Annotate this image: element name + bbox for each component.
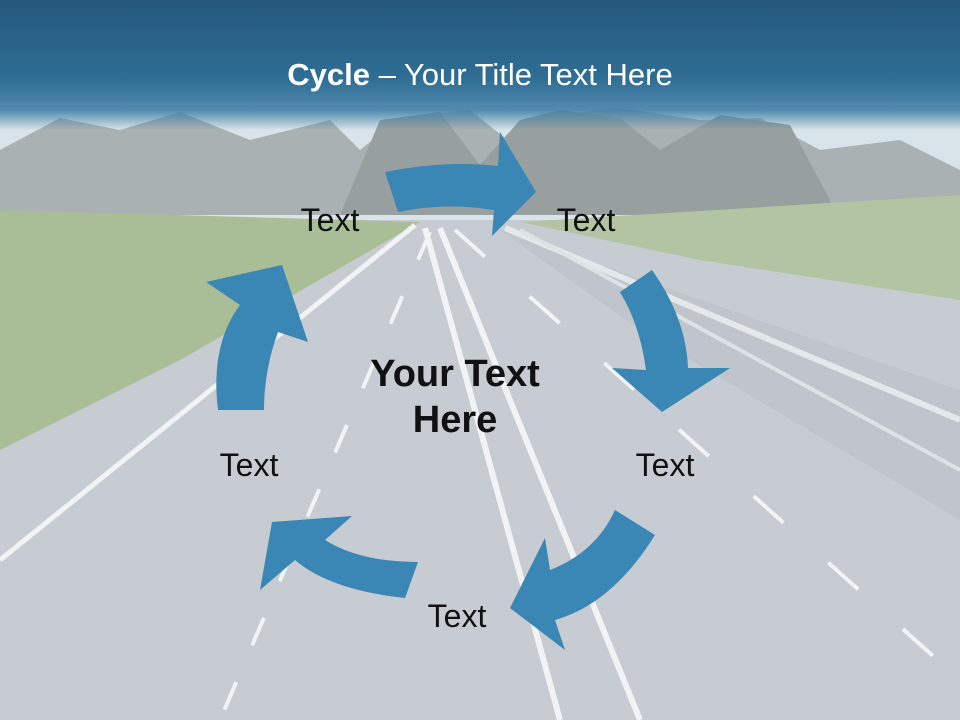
cycle-arrow-icon bbox=[612, 270, 730, 412]
cycle-arrow-icon bbox=[260, 516, 418, 598]
cycle-arrow-icon bbox=[206, 265, 308, 410]
cycle-label-1: Text bbox=[300, 202, 360, 238]
title-band bbox=[0, 0, 960, 130]
center-text: Your Text Here bbox=[370, 353, 540, 441]
title-strong: Cycle bbox=[287, 57, 370, 92]
cycle-label-2: Text bbox=[556, 202, 616, 238]
cycle-label-4: Text bbox=[427, 598, 487, 634]
cycle-arrow-icon bbox=[385, 132, 536, 236]
title-rest: – Your Title Text Here bbox=[370, 57, 673, 92]
cycle-arrow-icon bbox=[510, 510, 655, 650]
slide-title: Cycle – Your Title Text Here bbox=[0, 55, 960, 95]
cycle-label-3: Text bbox=[635, 447, 695, 483]
cycle-label-5: Text bbox=[219, 447, 279, 483]
